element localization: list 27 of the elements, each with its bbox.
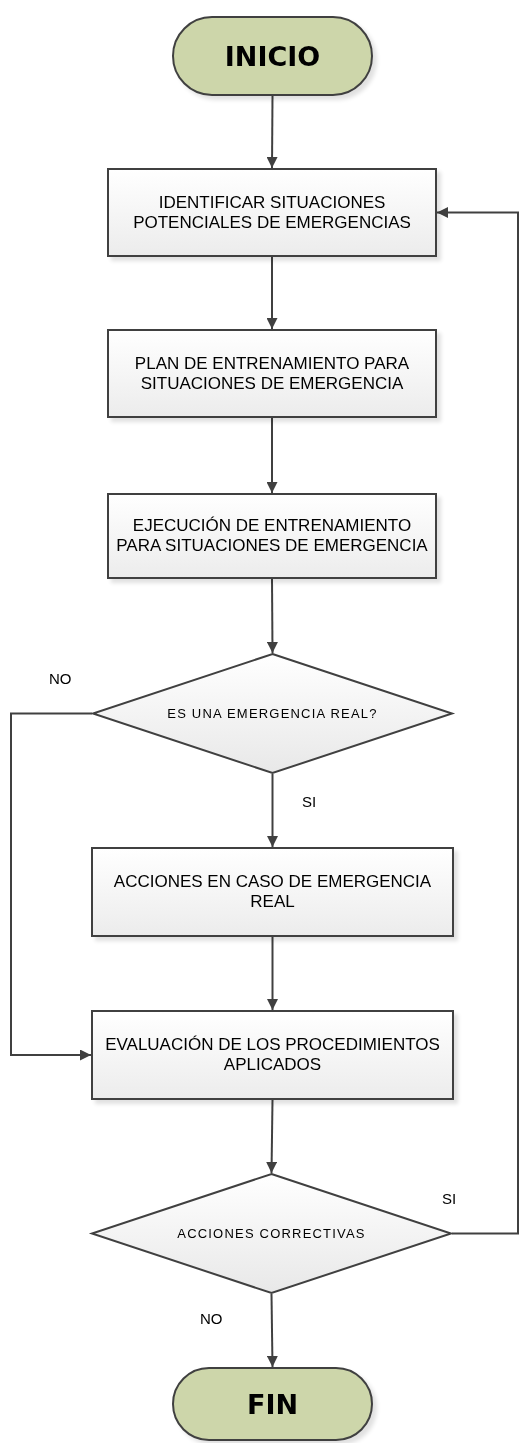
process-box xyxy=(107,493,437,579)
node-text: ACCIONES CORRECTIVAS xyxy=(177,1226,366,1241)
arrow xyxy=(266,578,278,654)
decision-diamond xyxy=(92,653,453,774)
node-text: EVALUACIÓN DE LOS PROCEDIMIENTOS APLICADOS xyxy=(104,1035,441,1075)
terminal-pill xyxy=(172,16,373,96)
node-text: IDENTIFICAR SITUACIONES POTENCIALES DE EMERGENCIAS xyxy=(132,192,412,233)
arrow xyxy=(266,95,278,169)
node-text: ES UNA EMERGENCIA REAL? xyxy=(167,706,378,721)
arrow xyxy=(267,936,278,1011)
node-text: FIN xyxy=(246,1388,299,1420)
arrow xyxy=(266,1293,278,1368)
process-box xyxy=(107,168,437,257)
process-box xyxy=(107,329,437,418)
arrow xyxy=(436,207,519,1235)
arrow xyxy=(266,256,278,330)
arrow xyxy=(266,417,278,494)
node-text: INICIO xyxy=(224,40,321,72)
node-text: ACCIONES EN CASO DE EMERGENCIA REAL xyxy=(112,872,433,912)
arrow xyxy=(266,1099,278,1174)
process-box xyxy=(91,847,454,937)
arrow xyxy=(267,773,278,848)
process-box xyxy=(91,1010,454,1100)
node-text: EJECUCIÓN DE ENTRENAMIENTO PARA SITUACIONES DE EMERGENCIA xyxy=(115,516,429,556)
node-text: PLAN DE ENTRENAMIENTO PARA SITUACIONES DE EMERGENCIA xyxy=(133,353,411,394)
terminal-pill xyxy=(172,1367,373,1441)
arrow xyxy=(10,712,93,1061)
